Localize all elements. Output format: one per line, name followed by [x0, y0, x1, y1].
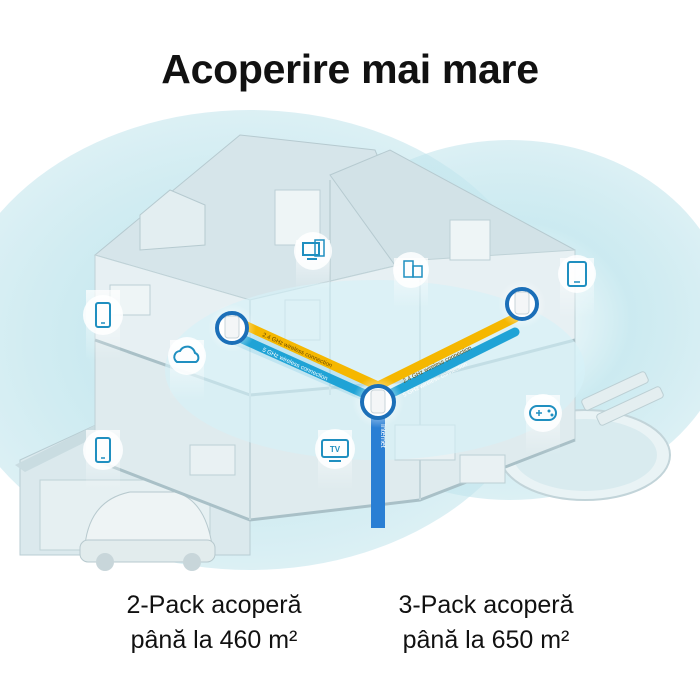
caption-three-pack-line2: până la 650 m²	[402, 626, 570, 654]
internet-cable: Internet	[371, 410, 386, 528]
gamepad-icon	[524, 394, 562, 455]
tv-icon: TV	[315, 429, 355, 490]
monitor-icon	[294, 232, 332, 290]
cloud-icon	[168, 337, 206, 400]
caption-two-pack-line1: 2-Pack acoperă	[126, 591, 302, 619]
dvr-icon	[393, 252, 429, 308]
caption-three-pack: 3-Pack acoperă până la 650 m²	[336, 588, 636, 658]
phone-icon	[83, 290, 123, 360]
page-title: Acoperire mai mare	[161, 46, 539, 92]
phone-icon-garage	[83, 430, 123, 490]
link-left-center: 2.4 GHz wireless connection 5 GHz wirele…	[232, 318, 383, 409]
car	[79, 491, 216, 571]
caption-two-pack-line2: până la 460 m²	[130, 626, 298, 654]
tablet-icon	[558, 255, 596, 318]
mesh-unit-left	[208, 304, 256, 352]
internet-label: Internet	[379, 424, 386, 448]
tv-label: TV	[330, 445, 341, 454]
caption-two-pack: 2-Pack acoperă până la 460 m²	[64, 588, 364, 658]
mesh-unit-center	[352, 376, 404, 428]
mesh-unit-right	[498, 280, 546, 328]
caption-three-pack-line1: 3-Pack acoperă	[398, 591, 574, 619]
